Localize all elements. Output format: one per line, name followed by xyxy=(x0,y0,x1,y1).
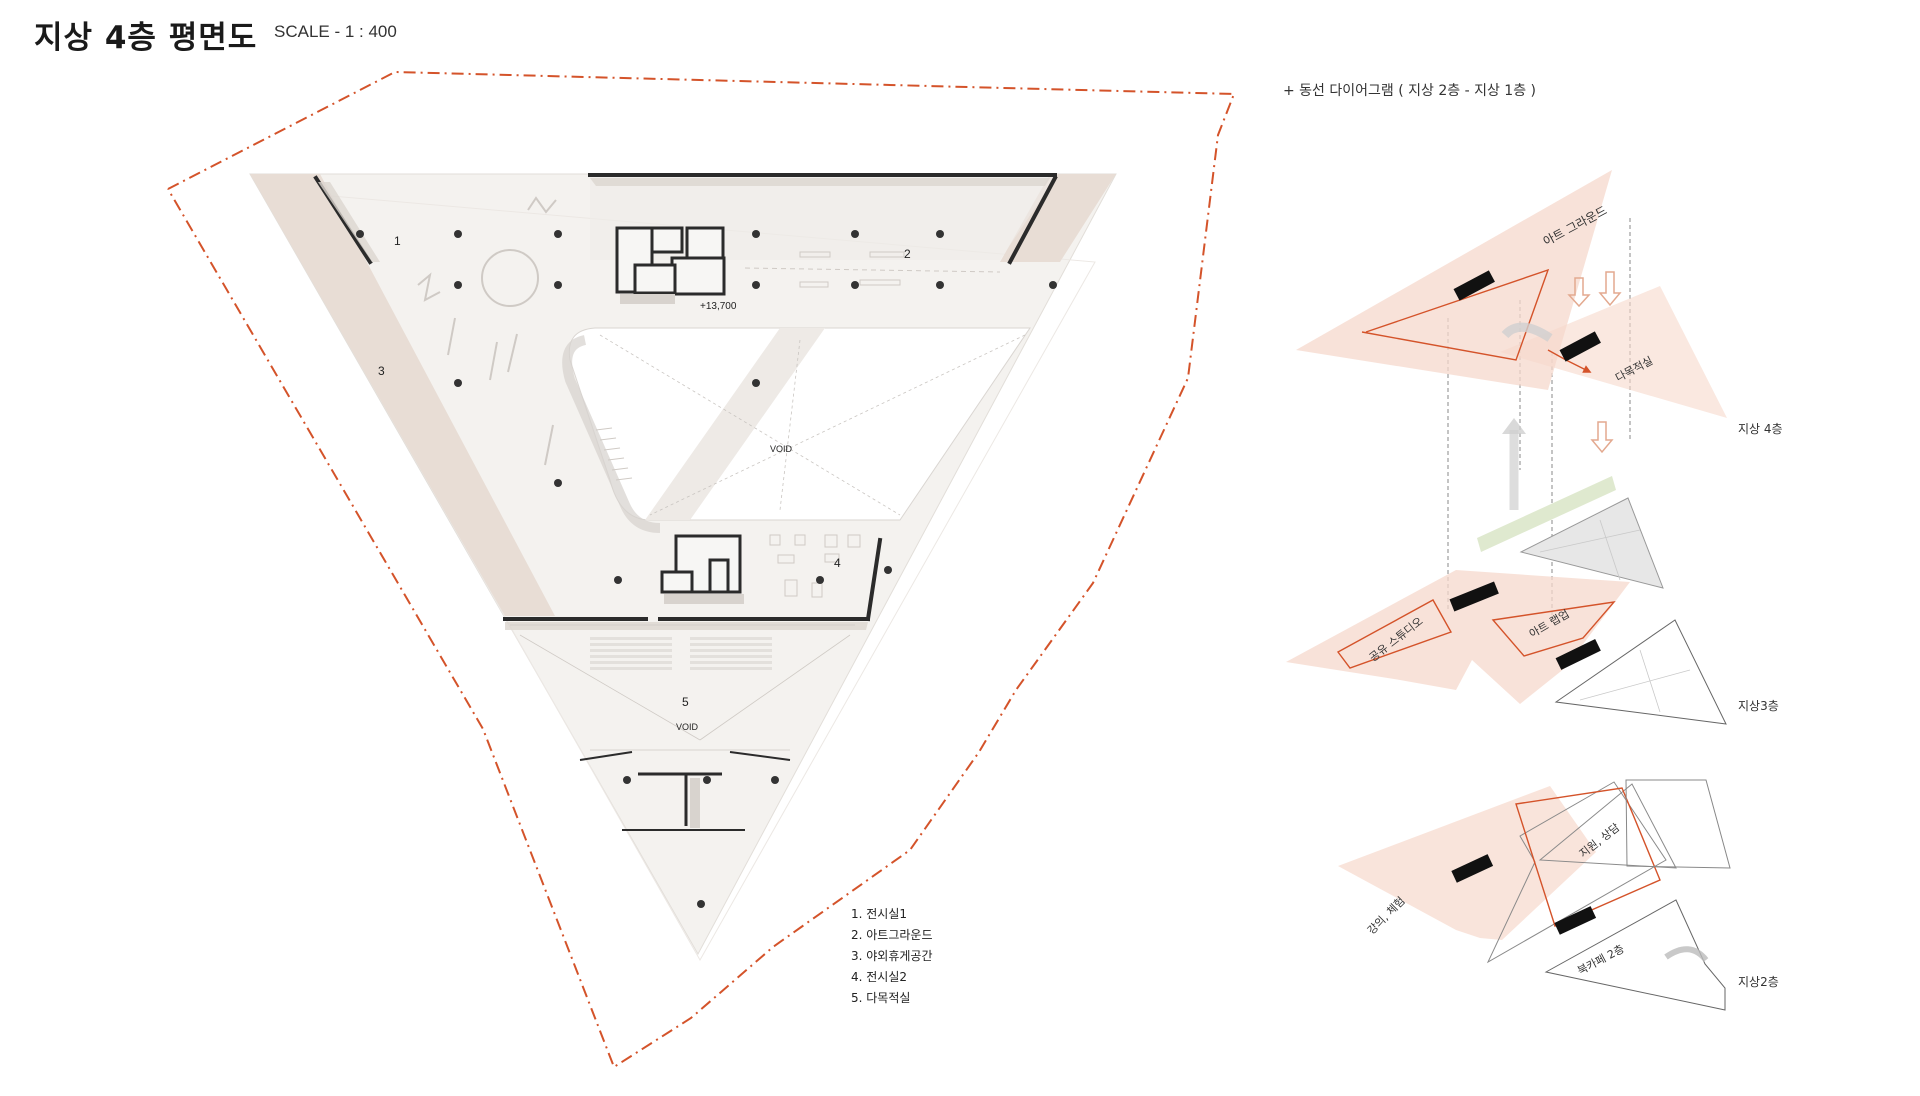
elevation-label: +13,700 xyxy=(700,301,737,312)
legend-item: 5. 다목적실 xyxy=(851,991,911,1005)
room-legend: 1. 전시실1 2. 아트그라운드 3. 야외휴게공간 4. 전시실2 5. 다… xyxy=(851,904,933,1009)
room-number-1: 1 xyxy=(394,234,401,248)
legend-item: 1. 전시실1 xyxy=(851,907,908,921)
void-label-2: VOID xyxy=(676,722,699,732)
floor3-label: 지상3층 xyxy=(1738,699,1779,713)
room-number-2: 2 xyxy=(904,247,911,261)
room-number-4: 4 xyxy=(834,556,841,570)
legend-item: 2. 아트그라운드 xyxy=(851,928,933,942)
floor4-diagram: 아트 그라운드 다목적실 xyxy=(1296,170,1727,454)
core-top xyxy=(615,226,726,296)
floor2-label: 지상2층 xyxy=(1738,975,1779,989)
green-band xyxy=(1477,476,1616,552)
circulation-diagram: 아트 그라운드 다목적실 공유 스튜디오 아트 랩업 xyxy=(1286,170,1731,1011)
floor4-label: 지상 4층 xyxy=(1738,422,1783,436)
room-number-3: 3 xyxy=(378,364,385,378)
core-middle xyxy=(660,534,742,594)
void-label-1: VOID xyxy=(770,444,793,454)
vertical-flow-arrow xyxy=(1502,418,1526,510)
scale-label: SCALE - 1 : 400 xyxy=(274,22,397,41)
floor-plan: 1 2 3 4 5 +13,700 VOID VOID xyxy=(249,173,1117,962)
legend-item: 4. 전시실2 xyxy=(851,970,908,984)
columns xyxy=(356,230,1057,908)
page-title: 지상 4층 평면도 xyxy=(34,20,258,56)
legend-item: 3. 야외휴게공간 xyxy=(851,949,933,963)
seating-rows xyxy=(590,637,772,670)
diagram-title: + 동선 다이어그램 ( 지상 2층 - 지상 1층 ) xyxy=(1283,83,1537,99)
floor3-diagram: 공유 스튜디오 아트 랩업 xyxy=(1286,570,1727,725)
floor2-diagram: 지원, 상담 강의, 체험 북카페 2층 xyxy=(1338,779,1731,1011)
room-number-5: 5 xyxy=(682,695,689,709)
floor2-zone-lecture: 강의, 체험 xyxy=(1365,894,1408,937)
site-boundary xyxy=(167,70,1236,1069)
terrace-band xyxy=(250,174,555,616)
